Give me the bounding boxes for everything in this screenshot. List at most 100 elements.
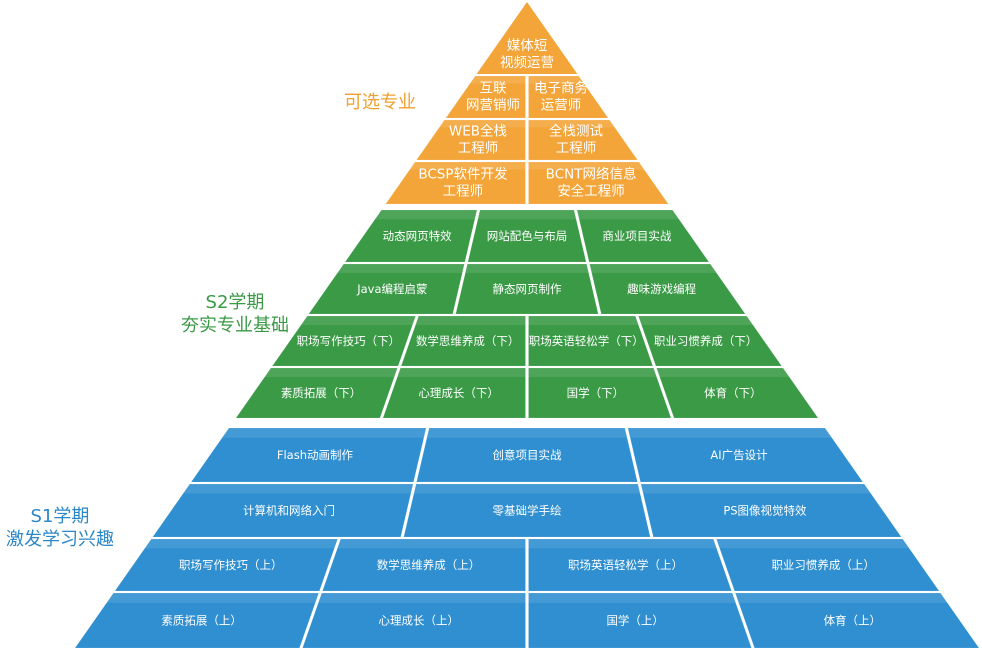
s2-cell: 体育（下） xyxy=(656,367,819,419)
s1-cell-highlight xyxy=(413,484,641,494)
s2-cell: 心理成长（下） xyxy=(382,367,526,419)
s1-cell-label: PS图像视觉特效 xyxy=(723,504,807,518)
optional-cell-label: 工程师 xyxy=(556,140,597,156)
s2-cell-shape xyxy=(235,367,398,419)
s2-cell-shape xyxy=(455,263,599,315)
optional-cell-label: BCNT网络信息 xyxy=(546,166,637,183)
s1-cell-label: 计算机和网络入门 xyxy=(243,504,335,518)
s1-cell-shape xyxy=(528,538,732,592)
s1-cell-label: 职场英语轻松学（上） xyxy=(568,558,683,572)
s1-cell-label: 职场写作技巧（上） xyxy=(179,558,283,572)
s1-cell: 素质拓展（上） xyxy=(74,592,320,649)
optional-cell-label: 网营销师 xyxy=(466,97,520,113)
s2-cell: 国学（下） xyxy=(528,367,672,419)
s1-cell-highlight xyxy=(222,428,427,438)
s2-cell-label: 数学思维养成（下） xyxy=(416,334,520,348)
s2-cell-highlight xyxy=(337,264,465,273)
s2-cell-label: 静态网页制作 xyxy=(493,282,562,296)
s2-cell-highlight xyxy=(477,210,577,220)
optional-cell-highlight xyxy=(409,162,526,170)
s1-cell: AI广告设计 xyxy=(627,427,864,483)
optional-cell-highlight xyxy=(469,76,526,84)
s1-cell-highlight xyxy=(426,428,628,438)
s2-cell: 素质拓展（下） xyxy=(235,367,398,419)
optional-cell-shape xyxy=(528,161,669,205)
label-s1-title: S1学期 xyxy=(30,506,90,527)
optional-cell-highlight xyxy=(528,120,615,128)
optional-cell-label: 工程师 xyxy=(458,140,499,156)
s1-cell-shape xyxy=(322,538,526,592)
s1-cell-highlight xyxy=(528,539,717,549)
s2-cell-shape xyxy=(576,209,710,263)
s1-cell-shape xyxy=(627,427,864,483)
s1-cell-label: 心理成长（上） xyxy=(379,614,460,628)
s1-cell-shape xyxy=(734,592,980,649)
s2-cell-label: 体育（下） xyxy=(704,386,762,400)
s1-cell-label: AI广告设计 xyxy=(710,448,768,462)
optional-cell-shape xyxy=(528,75,609,119)
s1-cell-shape xyxy=(302,592,526,649)
s2-cell-shape xyxy=(382,367,526,419)
s2-cell-label: 素质拓展（下） xyxy=(281,386,362,400)
s1-cell-highlight xyxy=(735,593,948,603)
optional-cell-label: WEB全栈 xyxy=(449,123,507,140)
optional-cell-label: 电子商务 xyxy=(534,81,588,97)
s1-cell-label: 创意项目实战 xyxy=(493,448,562,462)
label-s2-subtitle: 夯实专业基础 xyxy=(181,314,289,336)
optional-cell-shape xyxy=(415,119,526,161)
s1-cell-label: 素质拓展（上） xyxy=(161,614,242,628)
s1-cell: 职场英语轻松学（上） xyxy=(528,538,732,592)
s1-cell-label: 职业习惯养成（上） xyxy=(771,558,875,572)
s2-cell: 职场英语轻松学（下） xyxy=(528,315,654,367)
s2-cell-label: 职业习惯养成（下） xyxy=(654,334,758,348)
s1-cell-highlight xyxy=(106,593,319,603)
s1-cell-shape xyxy=(190,427,427,483)
s1-cell: Flash动画制作 xyxy=(190,427,427,483)
label-s1-semester: S1学期 激发学习兴趣 xyxy=(0,506,120,551)
s2-cell-label: 动态网页特效 xyxy=(383,229,452,243)
s1-cell-shape xyxy=(715,538,940,592)
label-optional-text: 可选专业 xyxy=(344,92,416,113)
s2-cell-highlight xyxy=(264,368,398,377)
optional-cell-label: 媒体短 xyxy=(507,38,548,54)
s2-cell-shape xyxy=(400,315,526,367)
s2-cell: 动态网页特效 xyxy=(344,209,478,263)
s1-cell: 零基础学手绘 xyxy=(403,483,651,538)
s2-cell-label: 国学（下） xyxy=(567,386,625,400)
s2-cell-label: 职场英语轻松学（下） xyxy=(529,334,644,348)
s2-cell-label: 职场写作技巧（下） xyxy=(297,334,401,348)
s2-cell-highlight xyxy=(577,210,680,220)
s2-cell: 职场写作技巧（下） xyxy=(271,315,417,367)
s2-cell-label: 商业项目实战 xyxy=(602,229,671,243)
s1-cell: 职场写作技巧（上） xyxy=(114,538,339,592)
s2-cell-label: 心理成长（下） xyxy=(418,386,499,400)
optional-cell-label: BCSP软件开发 xyxy=(418,167,508,183)
s2-cell-highlight xyxy=(301,316,416,325)
s2-cell: Java编程启蒙 xyxy=(308,263,465,315)
optional-cell-shape xyxy=(476,2,578,74)
label-s1-subtitle: 激发学习兴趣 xyxy=(6,528,114,550)
s1-cell-shape xyxy=(74,592,320,649)
s2-cell: 数学思维养成（下） xyxy=(400,315,526,367)
optional-cell-label: 工程师 xyxy=(443,183,484,199)
s1-cell-shape xyxy=(114,538,339,592)
label-s2-semester: S2学期 夯实专业基础 xyxy=(150,292,320,337)
s2-cell-highlight xyxy=(374,210,477,220)
s1-cell-highlight xyxy=(318,593,526,603)
s1-cell-highlight xyxy=(640,484,871,494)
s1-cell-shape xyxy=(416,427,638,483)
s2-cell-shape xyxy=(528,367,672,419)
s1-cell: 心理成长（上） xyxy=(302,592,526,649)
s1-cell: 创意项目实战 xyxy=(416,427,638,483)
s2-cell: 静态网页制作 xyxy=(455,263,599,315)
s2-cell-shape xyxy=(656,367,819,419)
s2-cell: 职业习惯养成（下） xyxy=(637,315,783,367)
optional-cell-label: 全栈测试 xyxy=(549,123,603,140)
s1-cell-highlight xyxy=(337,539,526,549)
s2-cell-label: Java编程启蒙 xyxy=(356,282,427,296)
